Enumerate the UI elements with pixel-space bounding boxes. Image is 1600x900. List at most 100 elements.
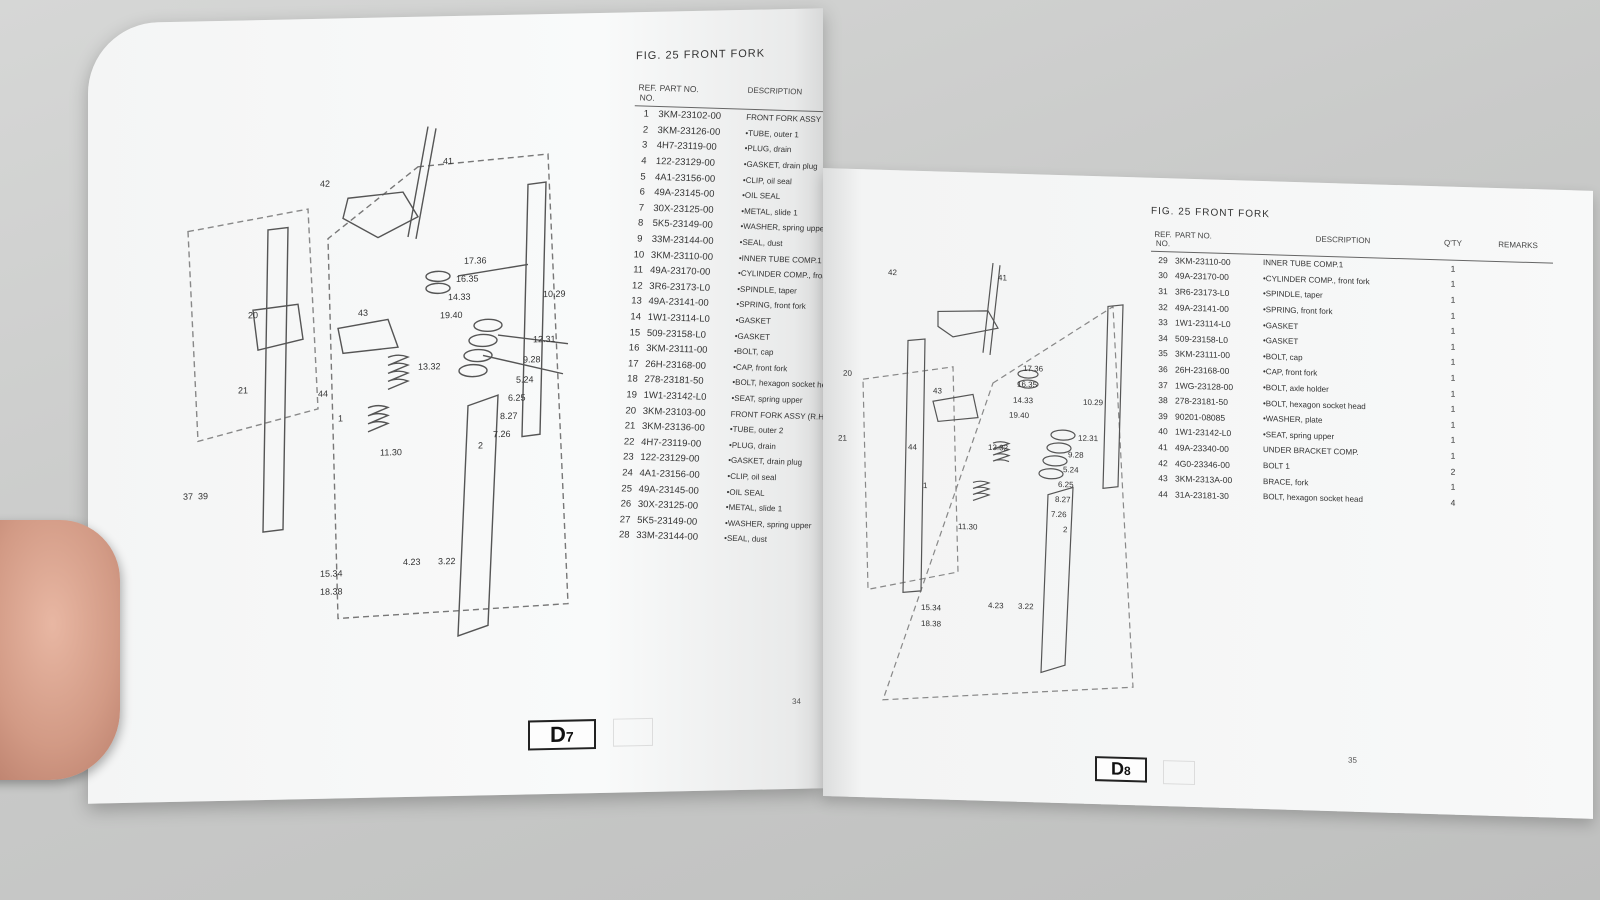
description-cell: •BOLT, hexagon socket head bbox=[1263, 398, 1366, 411]
diagram-label: 13.32 bbox=[988, 442, 1009, 453]
ref-cell: 8 bbox=[637, 217, 644, 230]
ref-cell: 18 bbox=[626, 373, 639, 386]
diagram-label: 5.24 bbox=[516, 374, 534, 385]
header-description: DESCRIPTION bbox=[1315, 234, 1371, 246]
part-number-cell: 33M-23144-00 bbox=[635, 530, 699, 544]
description-cell: •GASKET bbox=[1263, 320, 1299, 331]
diagram-label: 44 bbox=[318, 388, 329, 399]
section-number: 8 bbox=[1124, 763, 1131, 779]
description-cell: •SPINDLE, taper bbox=[1263, 289, 1323, 301]
description-cell: •GASKET bbox=[1263, 336, 1299, 347]
part-number-cell: 3KM-23110-00 bbox=[1175, 255, 1231, 267]
part-number-cell: 3R6-23173-L0 bbox=[1175, 286, 1230, 299]
ghost-label bbox=[1163, 760, 1195, 786]
description-cell: BRACE, fork bbox=[1263, 476, 1309, 488]
diagram-label: 16.35 bbox=[456, 273, 479, 284]
diagram-label: 9.28 bbox=[523, 354, 541, 365]
diagram-label: 4.23 bbox=[403, 556, 421, 568]
part-number-cell: 1W1-23114-L0 bbox=[647, 311, 711, 325]
diagram-label: 4.23 bbox=[988, 600, 1004, 611]
part-number-cell: 49A-23141-00 bbox=[1175, 302, 1229, 314]
diagram-label: 20 bbox=[248, 310, 259, 321]
part-number-cell: 1W1-23142-L0 bbox=[643, 389, 707, 403]
diagram-label: 37 bbox=[183, 491, 194, 502]
diagram-label: 6.25 bbox=[1058, 479, 1074, 490]
section-label: D8 bbox=[1095, 756, 1147, 783]
ref-cell: 21 bbox=[624, 420, 636, 432]
diagram-label: 21 bbox=[238, 385, 249, 396]
part-number-cell: 31A-23181-30 bbox=[1175, 489, 1229, 501]
diagram-label: 6.25 bbox=[508, 392, 526, 403]
ref-cell: 43 bbox=[1158, 473, 1168, 484]
qty-cell: 1 bbox=[1450, 388, 1456, 399]
ref-cell: 5 bbox=[640, 171, 646, 183]
qty-cell: 1 bbox=[1450, 403, 1456, 414]
diagram-label: 13.32 bbox=[418, 361, 441, 372]
diagram-label: 42 bbox=[320, 178, 331, 189]
qty-cell: 1 bbox=[1450, 263, 1456, 274]
part-number-cell: 278-23181-50 bbox=[1175, 395, 1228, 408]
part-number-cell: 30X-23125-00 bbox=[653, 202, 714, 216]
diagram-label: 43 bbox=[933, 386, 942, 396]
page-number: 34 bbox=[792, 696, 801, 706]
diagram-label: 21 bbox=[838, 433, 847, 443]
part-number-cell: 49A-23145-00 bbox=[638, 483, 700, 497]
part-number-cell: 4G0-23346-00 bbox=[1175, 457, 1230, 470]
diagram-label: 15.34 bbox=[921, 602, 942, 613]
ref-cell: 17 bbox=[627, 358, 639, 370]
diagram-label: 9.28 bbox=[1068, 450, 1084, 460]
ref-cell: 36 bbox=[1158, 363, 1168, 375]
ref-cell: 22 bbox=[623, 436, 635, 448]
page-number: 35 bbox=[1348, 755, 1357, 765]
part-number-cell: 3KM-23110-00 bbox=[650, 249, 714, 263]
diagram-label: 2 bbox=[478, 440, 484, 451]
ref-cell: 27 bbox=[619, 514, 631, 526]
ref-cell: 31 bbox=[1158, 285, 1168, 297]
qty-cell: 1 bbox=[1450, 450, 1456, 461]
diagram-label: 14.33 bbox=[448, 291, 471, 303]
part-number-cell: 3KM-23103-00 bbox=[642, 405, 706, 419]
description-cell: •WASHER, plate bbox=[1263, 414, 1323, 426]
ref-cell: 1 bbox=[643, 108, 650, 120]
ref-cell: 25 bbox=[621, 482, 633, 495]
description-cell: •BOLT, axle holder bbox=[1263, 383, 1329, 395]
diagram-label: 1 bbox=[923, 480, 928, 491]
part-number-cell: 509-23158-L0 bbox=[1175, 333, 1228, 345]
diagram-label: 15.34 bbox=[320, 568, 343, 579]
section-letter: D bbox=[1111, 758, 1124, 779]
qty-cell: 1 bbox=[1450, 419, 1456, 430]
diagram-label: 1 bbox=[338, 413, 344, 424]
qty-cell: 1 bbox=[1450, 372, 1456, 383]
diagram-label: 44 bbox=[908, 442, 917, 452]
description-cell: BOLT, hexagon socket head bbox=[1263, 492, 1363, 505]
fig-title: FIG. 25 FRONT FORK bbox=[636, 47, 766, 63]
parts-table-right: REF. NO. PART NO. DESCRIPTION Q'TY REMAR… bbox=[1151, 229, 1553, 513]
diagram-label: 7.26 bbox=[1051, 509, 1067, 520]
part-number-cell: 33M-23144-00 bbox=[651, 233, 714, 247]
ref-cell: 23 bbox=[622, 451, 634, 464]
ref-cell: 37 bbox=[1158, 379, 1168, 390]
part-number-cell: 49A-23141-00 bbox=[648, 296, 709, 310]
ref-cell: 4 bbox=[640, 155, 647, 167]
part-number-cell: 4A1-23156-00 bbox=[639, 467, 700, 481]
qty-cell: 1 bbox=[1450, 356, 1456, 368]
diagram-label: 5.24 bbox=[1063, 465, 1079, 475]
ref-cell: 11 bbox=[632, 264, 644, 276]
part-number-cell: 122-23129-00 bbox=[640, 452, 700, 466]
qty-cell: 4 bbox=[1450, 497, 1456, 508]
ghost-label bbox=[613, 717, 653, 747]
left-page: 42 41 20 21 43 44 37 39 17.36 16.35 14.3… bbox=[88, 8, 823, 804]
section-label: D7 bbox=[528, 719, 596, 751]
ref-cell: 10 bbox=[633, 249, 645, 261]
ref-cell: 33 bbox=[1158, 317, 1168, 328]
diagram-label: 8.27 bbox=[500, 410, 518, 422]
header-qty: Q'TY bbox=[1444, 238, 1462, 248]
diagram-label: 17.36 bbox=[1023, 363, 1044, 374]
diagram-label: 39 bbox=[198, 491, 209, 502]
fig-title: FIG. 25 FRONT FORK bbox=[1151, 205, 1270, 221]
ref-cell: 35 bbox=[1158, 348, 1168, 359]
part-number-cell: 49A-23170-00 bbox=[649, 265, 711, 279]
ref-cell: 14 bbox=[630, 311, 642, 323]
ref-cell: 12 bbox=[631, 280, 643, 292]
